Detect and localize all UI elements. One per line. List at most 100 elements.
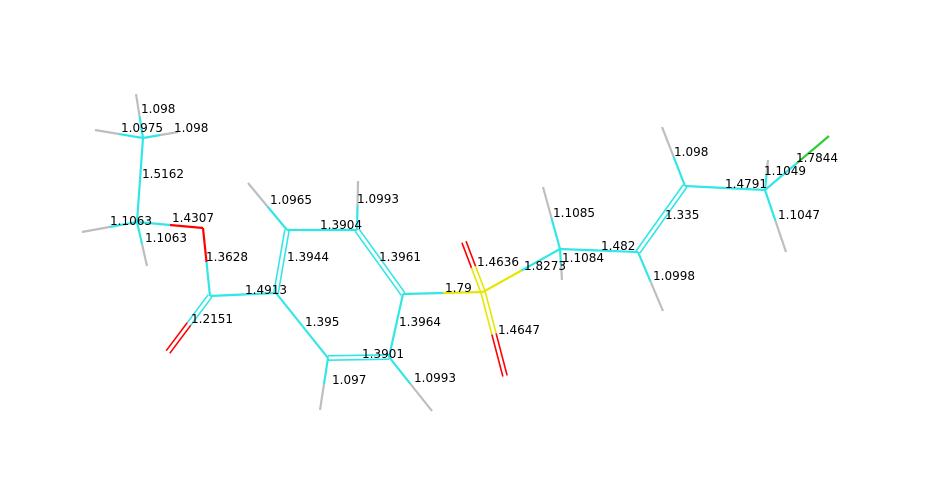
bond-half-c [301,324,329,359]
bond-c-h [135,221,149,267]
bond-length-label: 1.4647 [498,323,540,337]
bond-half-h [559,264,564,281]
bond-half-c [358,228,383,262]
bond-half-c [209,293,244,298]
bond-c-h [318,357,330,411]
bond-half-h [774,220,788,253]
bond-half-c [684,184,726,190]
bond-half-c [387,325,398,358]
bond-length-label: 1.2151 [191,312,233,326]
bond-half-h [765,159,770,176]
bond-c-c [684,184,766,192]
bond-length-label: 1.1049 [764,164,806,178]
bond-c-c [559,247,639,254]
bond-half-c [764,162,798,191]
bond-o-c [201,227,212,297]
bond-half-s [482,269,523,293]
bond-length-label: 1.335 [665,208,699,222]
bond-length-label: 1.098 [141,102,175,116]
bond-c-c [275,292,329,359]
bond-half-c [558,248,563,265]
bond-length-label: 1.7844 [796,151,838,165]
bond-half-c [662,186,688,221]
bond-half-h [160,130,179,137]
bond-c-o-double [165,294,213,354]
bond-s-o-double [480,291,508,377]
bond-c-h [541,186,562,250]
bond-length-label: 1.1063 [145,231,187,245]
bond-half-c [354,230,379,264]
bond-half-c [135,179,142,223]
bond-half-c [763,189,777,222]
bond-half-h [356,180,360,206]
bond-half-c [118,132,144,140]
bond-half-c [394,293,405,326]
bond-length-label: 1.3964 [399,315,441,329]
bond-length-label: 1.79 [445,281,472,295]
bond-c-h [388,356,433,412]
bond-length-label: 1.0993 [414,371,456,385]
bond-half-o [169,223,204,230]
bond-s-o-double [461,240,486,294]
bond-half-cl [796,135,830,164]
bond-c-h [94,128,144,140]
bond-half-o [465,240,477,267]
bond-half-c [135,221,144,245]
bond-half-c [266,205,288,231]
bond-length-label: 1.098 [674,145,708,159]
bond-half-c [205,261,212,297]
bond-half-o [495,333,508,376]
bond-half-c [328,358,359,361]
bond-half-c [598,249,639,254]
bond-half-c [763,174,768,191]
bond-length-label: 1.3628 [206,250,248,264]
bond-half-c [550,217,562,250]
bond-length-label: 1.5162 [142,167,184,181]
bond-half-c [242,291,277,296]
bond-half-s [474,265,486,292]
bond-half-c [636,251,652,282]
bond-length-label: 1.3944 [287,250,329,264]
bond-length-label: 1.3961 [379,250,421,264]
bond-half-c [355,205,359,231]
bond-half-c [142,133,161,140]
bond-length-label: 1.4307 [172,211,214,225]
bond-half-h [318,383,326,411]
bond-half-o [461,242,473,269]
bond-half-c [273,260,281,293]
bond-c-h [134,93,145,139]
bond-half-o [201,227,208,263]
bond-half-c [388,356,412,385]
bond-length-label: 1.0998 [653,269,695,283]
bond-half-c [322,357,330,385]
bond-c-s [402,290,484,296]
bond-half-s [480,292,493,335]
bond-length-label: 1.1085 [553,206,595,220]
bond-length-label: 1.4913 [245,283,287,297]
bond-half-c [639,219,664,254]
bond-half-c [275,292,303,327]
bond-length-label: 1.1047 [778,208,820,222]
bond-c-h [763,159,770,191]
bond-c-o [136,220,204,230]
bond-half-c [136,220,171,227]
bond-half-h [660,126,675,157]
bond-c-c-double [327,354,390,361]
bond-half-s [470,267,482,294]
bond-half-c [358,358,390,361]
bond-half-c [358,354,389,357]
bond-c-c [135,137,145,223]
bond-half-c [278,229,286,262]
bond-length-label: 1.395 [305,315,339,329]
bond-length-label: 1.3904 [320,218,362,232]
bond-c-h [355,180,360,231]
bond-half-o [491,334,504,377]
bond-half-h [81,225,110,234]
bond-half-c [138,137,145,181]
bond-half-c [559,247,600,252]
bond-length-label: 1.0993 [357,192,399,206]
bond-half-c [190,296,213,326]
bond-half-c [109,220,138,229]
bond-c-c-double [273,229,290,294]
